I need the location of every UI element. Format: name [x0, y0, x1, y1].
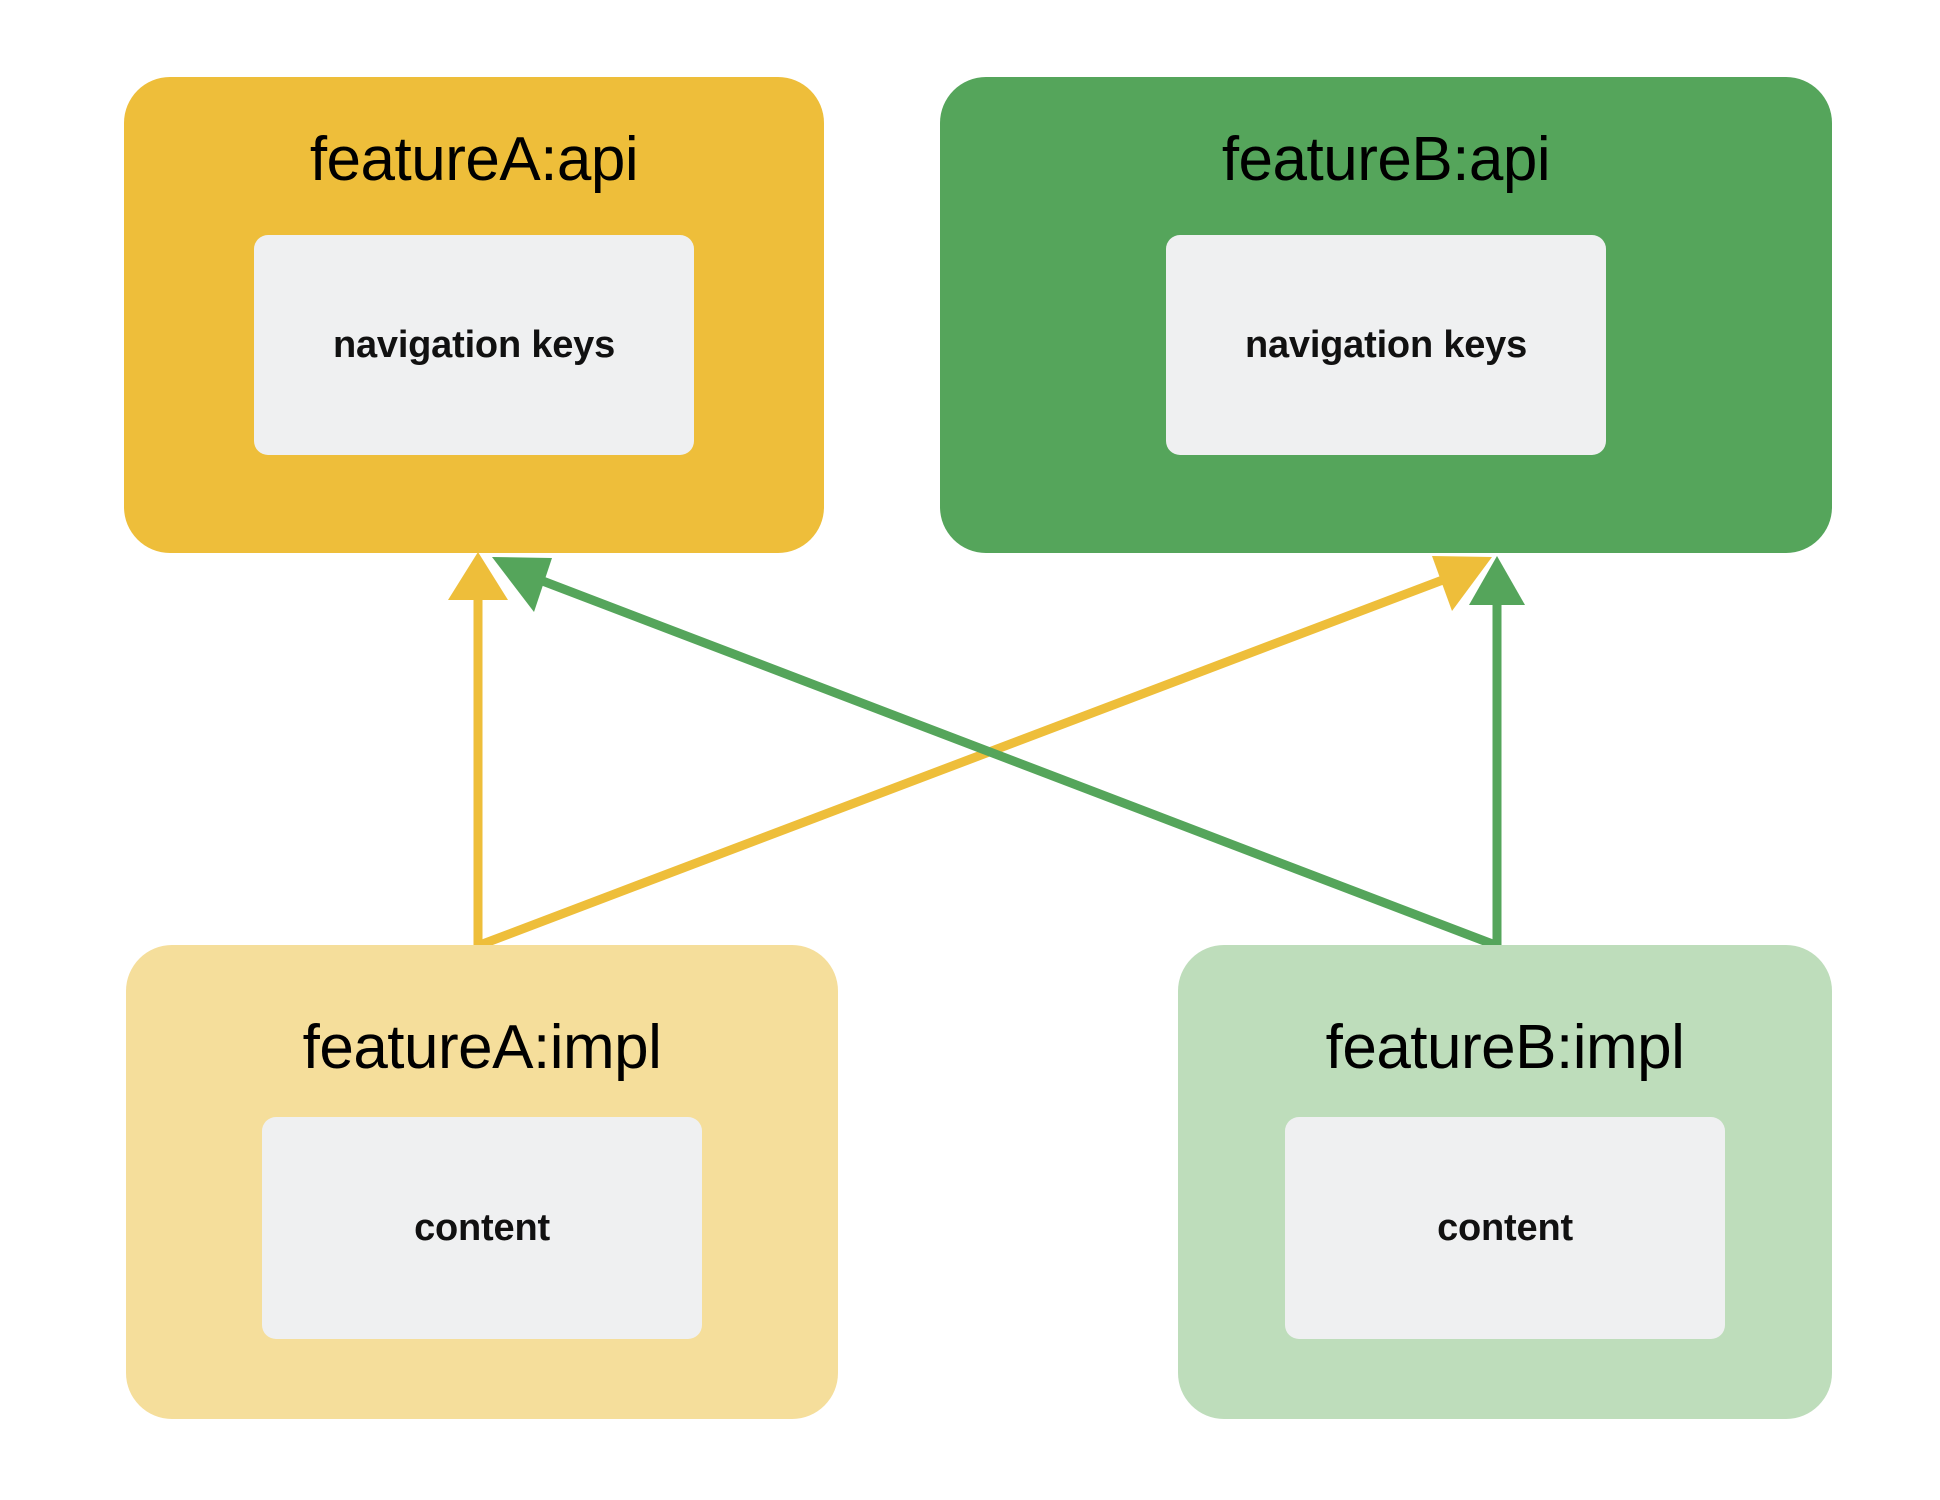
inner-panel-featureB-api[interactable]: navigation keys [1166, 235, 1606, 455]
edge-implB-to-apiB [1469, 556, 1525, 945]
edge-implB-to-apiA [492, 557, 1497, 950]
module-title-featureB-impl: featureB:impl [1325, 1013, 1685, 1082]
inner-panel-featureA-impl[interactable]: content [262, 1117, 702, 1339]
module-featureA-impl[interactable]: featureA:impl content [126, 945, 838, 1419]
edge-implA-to-apiB [478, 556, 1492, 950]
inner-label-featureB-impl: content [1437, 1206, 1573, 1249]
inner-panel-featureA-api[interactable]: navigation keys [254, 235, 694, 455]
module-featureB-impl[interactable]: featureB:impl content [1178, 945, 1832, 1419]
module-featureA-api[interactable]: featureA:api navigation keys [124, 77, 824, 553]
module-featureB-api[interactable]: featureB:api navigation keys [940, 77, 1832, 553]
module-title-featureA-api: featureA:api [309, 125, 639, 194]
module-title-featureA-impl: featureA:impl [302, 1013, 662, 1082]
inner-label-featureB-api: navigation keys [1244, 323, 1528, 366]
inner-label-featureA-api: navigation keys [332, 323, 616, 366]
module-title-featureB-api: featureB:api [1221, 125, 1551, 194]
edge-implA-to-apiA [448, 552, 508, 945]
inner-label-featureA-impl: content [414, 1206, 550, 1249]
inner-panel-featureB-impl[interactable]: content [1285, 1117, 1725, 1339]
